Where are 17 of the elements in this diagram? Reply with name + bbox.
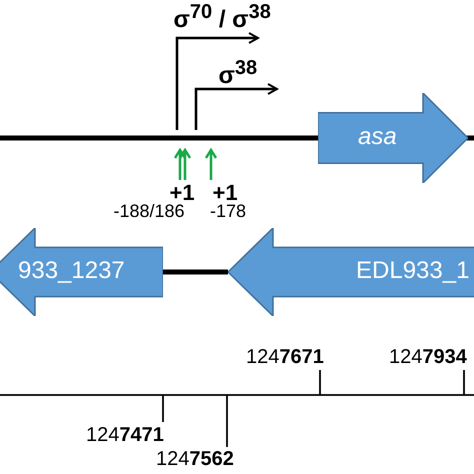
coordinate-label: 1247671 xyxy=(246,347,324,367)
coordinate-label: 1247934 xyxy=(389,347,467,367)
position-label: -178 xyxy=(210,202,246,220)
gene-arrow xyxy=(228,228,474,316)
start-site-label: +1 xyxy=(170,182,195,204)
gene-label: asa xyxy=(358,125,397,149)
sigma-factor-label: σ$^{38}$ xyxy=(218,58,258,88)
start-site-label: +1 xyxy=(212,182,238,204)
gene-label: 933_1237 xyxy=(18,259,125,283)
coordinate-label: 1247471 xyxy=(86,425,164,445)
gene-arrow xyxy=(318,93,468,183)
position-label: -188/186 xyxy=(114,202,185,220)
coordinate-label: 1247562 xyxy=(156,449,234,469)
gene-arrow xyxy=(0,228,163,316)
intergenic-line xyxy=(163,270,228,274)
sigma-factor-label: σ$^{70}$ / σ$^{38}$ xyxy=(174,2,271,32)
gene-label: EDL933_1 xyxy=(356,259,470,283)
